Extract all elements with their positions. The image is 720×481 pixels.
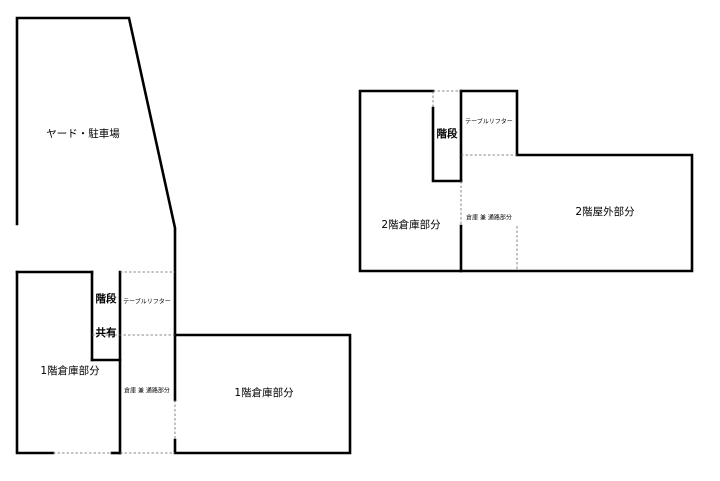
- floor1-storage-left-label: 1階倉庫部分: [40, 364, 100, 377]
- floor1-storage-passage-label: 倉庫 兼 通路部分: [124, 387, 170, 395]
- floor1-storage-right-label: 1階倉庫部分: [234, 386, 294, 399]
- yard-wall: [15, 16, 177, 402]
- yard-parking-label: ヤード・駐車場: [46, 127, 120, 140]
- floor2-table-lifter-label: テーブルリフター: [465, 118, 513, 126]
- floor1-left-storage-wall: [15, 270, 55, 455]
- floor2-plan: 階段 テーブルリフター 2階倉庫部分 倉庫 兼 通路部分 2階屋外部分: [358, 89, 694, 273]
- floor1-right-storage-wall: [173, 333, 352, 455]
- floor2-stair-wall: [431, 106, 463, 183]
- floor2-storage-label: 2階倉庫部分: [381, 218, 441, 231]
- floor2-outdoor-label: 2階屋外部分: [575, 205, 635, 218]
- floor2-storage-passage-label: 倉庫 兼 通路部分: [466, 214, 512, 222]
- floor1-plan: ヤード・駐車場 階段 共有 テーブルリフター 1階倉庫部分 倉庫 兼 通路部分 …: [15, 16, 352, 455]
- floor2-outer-wall: [358, 89, 694, 273]
- floor2-stairs-label: 階段: [437, 127, 458, 140]
- floor1-table-lifter-label: テーブルリフター: [123, 298, 171, 306]
- floor1-stairs-label: 階段: [96, 292, 117, 305]
- floor1-shared-label: 共有: [96, 326, 117, 339]
